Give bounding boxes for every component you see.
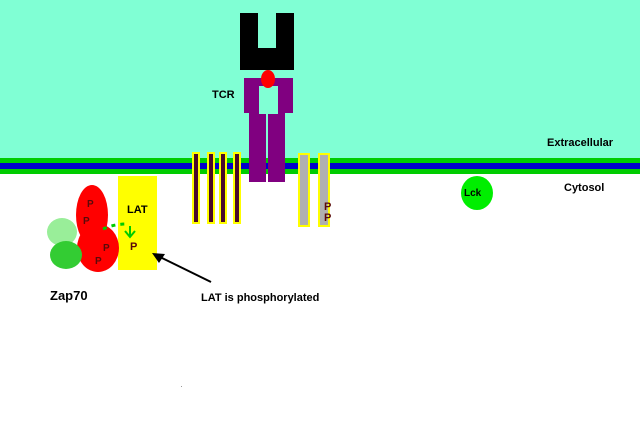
phospho-site: P (324, 212, 331, 224)
tcr-label: TCR (212, 89, 235, 101)
caption-arrow (159, 256, 212, 283)
lck-protein (461, 176, 493, 210)
extracellular-label: Extracellular (547, 137, 614, 149)
zap70-phospho-site: P (87, 199, 94, 210)
lat-protein (118, 176, 157, 270)
lat-phospho-site: P (130, 241, 137, 253)
itam-chain (207, 152, 215, 224)
itam-chain (192, 152, 200, 224)
speck (181, 386, 182, 387)
zap70-phospho-site: P (83, 216, 90, 227)
itam-chain (233, 152, 241, 224)
lck-label: Lck (464, 188, 482, 199)
zap70-kinase: P P P P (47, 185, 119, 272)
antigen-red-dot (261, 70, 275, 88)
gray-chain-right (318, 153, 330, 227)
gray-chain-left (298, 153, 310, 227)
itam-chain-group (192, 152, 241, 224)
zap70-phospho-site: P (103, 243, 110, 254)
zap70-dark-domain (50, 241, 82, 269)
tcr-stalk (244, 78, 293, 182)
lat-label: LAT (127, 204, 148, 216)
caption-label: LAT is phosphorylated (201, 292, 319, 304)
zap70-phospho-site: P (95, 256, 102, 267)
extracellular-region (0, 0, 640, 158)
tcr-head (240, 13, 294, 70)
tcr-receptor (240, 13, 294, 182)
phospho-site: P (324, 201, 331, 213)
caption-arrowhead-icon (152, 253, 165, 263)
zap70-body-lower (77, 224, 119, 272)
phosphorylation-arrow-icon (124, 226, 136, 239)
kinase-activity-dashes (102, 222, 128, 231)
zap70-light-domain (47, 218, 77, 246)
zap70-label: Zap70 (50, 288, 88, 303)
cytosol-label: Cytosol (564, 182, 604, 194)
itam-chain (219, 152, 227, 224)
tcr-window (259, 86, 278, 114)
